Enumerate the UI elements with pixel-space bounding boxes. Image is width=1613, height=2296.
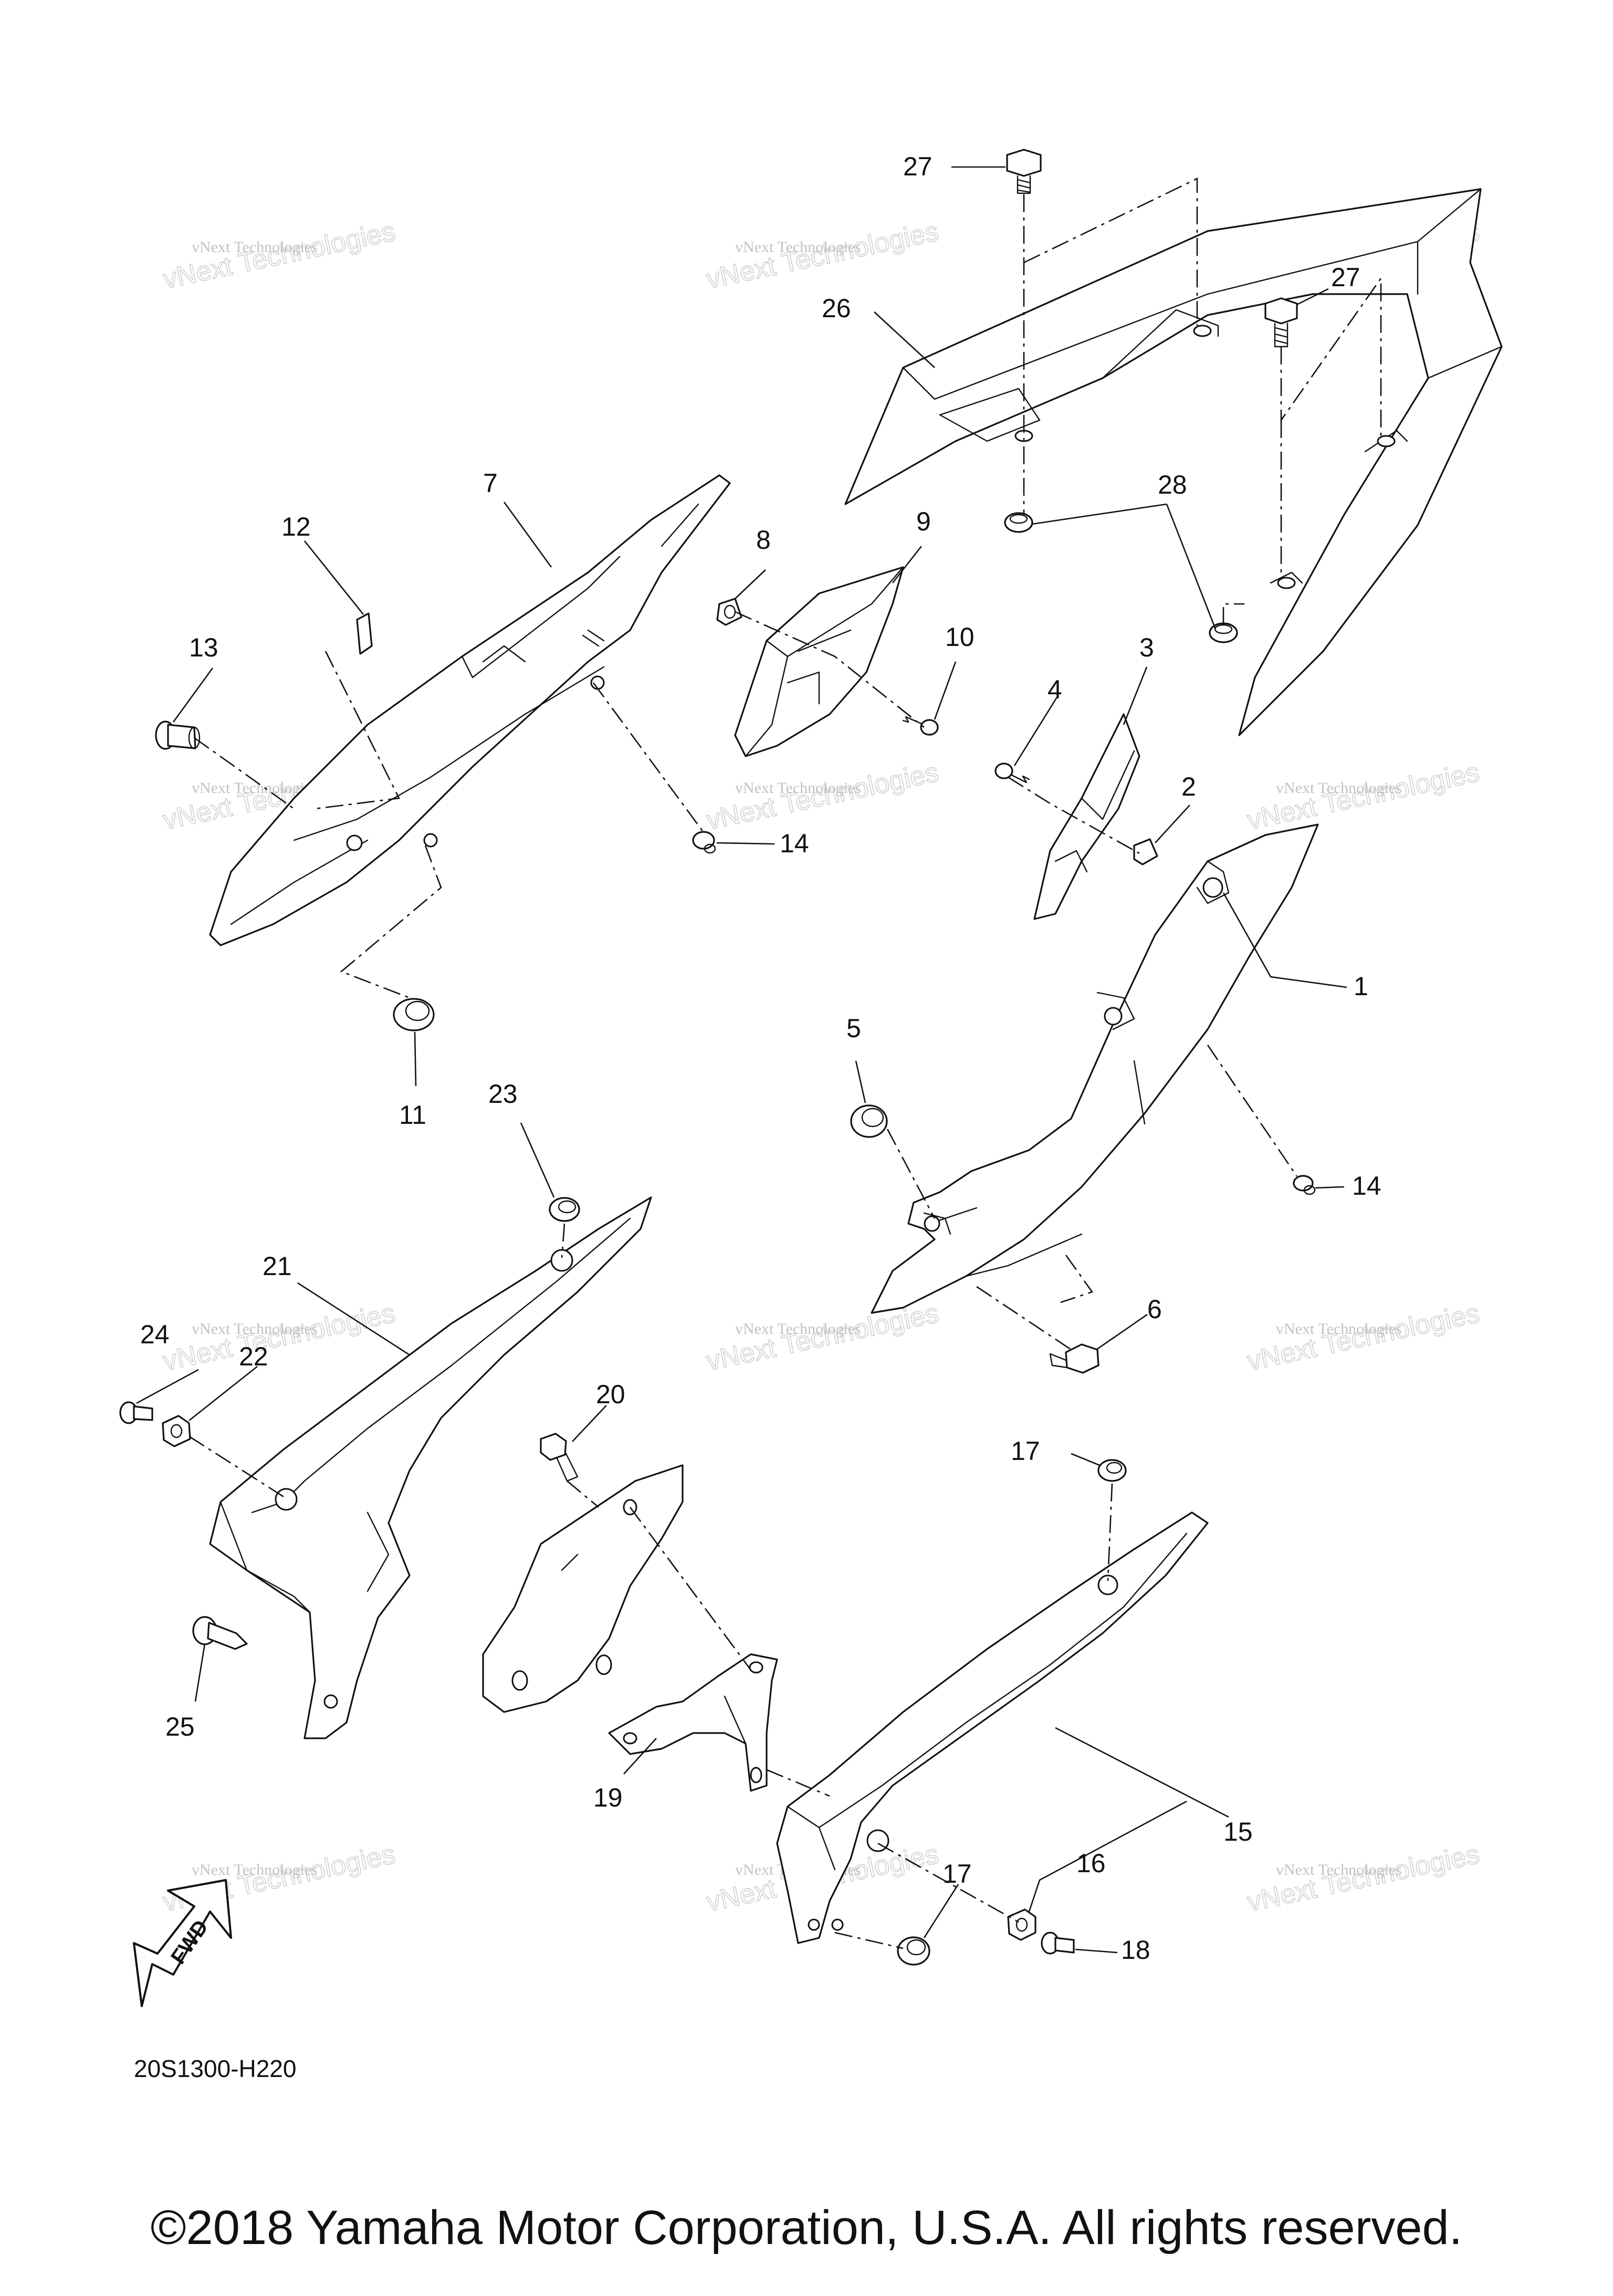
svg-text:vNext Technologies: vNext Technologies: [735, 238, 861, 256]
callout-27: 27: [903, 152, 933, 181]
assembly-lines: [188, 177, 1382, 1949]
watermark: vNext Technologies vNext Technologies: [1244, 1298, 1483, 1377]
callout-19: 19: [593, 1783, 623, 1812]
part-25-rivet: [192, 1616, 248, 1650]
callout-13: 13: [189, 633, 218, 662]
callout-25: 25: [165, 1712, 195, 1741]
part-16-nut: [1007, 1908, 1036, 1941]
callout-labels: 27 27 26 28 7 12 8 9 10 13 14 11 4 3 2 1…: [140, 152, 1381, 1965]
svg-text:vNext Technologies: vNext Technologies: [735, 779, 861, 797]
callout-4: 4: [1048, 675, 1062, 704]
watermark: vNext Technologies vNext Technologies: [704, 216, 942, 296]
svg-text:vNext Technologies: vNext Technologies: [1276, 1320, 1402, 1338]
callout-7: 7: [483, 468, 498, 498]
callout-11: 11: [399, 1100, 426, 1130]
part-20-bolt: [540, 1433, 579, 1482]
copyright-notice: ©2018 Yamaha Motor Corporation, U.S.A. A…: [150, 2201, 1463, 2255]
callout-2: 2: [1181, 772, 1196, 801]
svg-text:vNext Technologies: vNext Technologies: [192, 779, 318, 797]
part-12-clip: [356, 612, 373, 655]
watermark: vNext Technologies vNext Technologies: [160, 1298, 399, 1377]
leader-lines: [136, 166, 1347, 1954]
part-28-grommet-a: [1004, 512, 1033, 533]
callout-15: 15: [1223, 1817, 1253, 1846]
part-4-screw: [994, 763, 1030, 784]
callout-23: 23: [488, 1079, 518, 1109]
part-2-nut: [1133, 838, 1158, 865]
part-10-screw: [902, 716, 939, 736]
part-18-bolt: [1041, 1932, 1075, 1955]
part-17-grommet-b: [897, 1936, 930, 1966]
watermark: vNext Technologies vNext Technologies: [160, 216, 399, 296]
callout-17: 17: [942, 1859, 972, 1888]
part-5-grommet: [850, 1104, 888, 1138]
part-23-grommet: [549, 1197, 580, 1222]
callout-14: 14: [780, 829, 809, 858]
part-27-bolt-b: [1264, 297, 1298, 348]
svg-text:vNext Technologies: vNext Technologies: [192, 238, 318, 256]
part-21-lower-panel-left: [209, 1196, 652, 1739]
part-13-bolt: [155, 721, 201, 750]
part-6-bolt: [1049, 1343, 1099, 1374]
diagram-code: 20S1300-H220: [134, 2055, 296, 2082]
watermark: vNext Technologies vNext Technologies: [704, 1298, 942, 1377]
callout-27: 27: [1331, 263, 1360, 292]
callout-26: 26: [822, 294, 851, 323]
svg-text:vNext Technologies: vNext Technologies: [192, 1861, 318, 1878]
part-9-bracket: [734, 566, 904, 757]
part-24-bolt: [119, 1401, 153, 1424]
svg-text:vNext Technologies: vNext Technologies: [1276, 1861, 1402, 1878]
svg-text:vNext Technologies: vNext Technologies: [192, 1320, 318, 1338]
part-22-nut: [162, 1415, 191, 1447]
part-15-lower-panel-right: [776, 1511, 1209, 1944]
callout-1: 1: [1354, 972, 1368, 1001]
part-8-nut: [716, 598, 742, 626]
part-26-rear-cowl: [844, 188, 1503, 736]
watermark: vNext Technologies vNext Technologies: [1244, 757, 1483, 837]
part-11-grommet: [393, 998, 435, 1031]
callout-16: 16: [1076, 1849, 1106, 1878]
callout-8: 8: [756, 525, 771, 555]
part-19-plate: [482, 1464, 684, 1713]
part-14-fastener-a: [692, 831, 716, 854]
watermark: vNext Technologies vNext Technologies: [704, 757, 942, 837]
callout-21: 21: [263, 1251, 292, 1281]
callout-3: 3: [1139, 633, 1154, 662]
callout-12: 12: [281, 512, 311, 541]
callout-20: 20: [596, 1380, 625, 1409]
part-1-side-cover-right: [871, 823, 1319, 1314]
part-3-bracket: [1033, 713, 1140, 920]
callout-22: 22: [239, 1342, 268, 1371]
svg-text:vNext Technologies: vNext Technologies: [1276, 779, 1402, 797]
callout-5: 5: [846, 1014, 861, 1043]
callout-9: 9: [916, 507, 931, 536]
svg-text:vNext Technologies: vNext Technologies: [735, 1320, 861, 1338]
part-17-grommet-a: [1097, 1459, 1127, 1482]
callout-28: 28: [1158, 470, 1187, 499]
callout-10: 10: [945, 622, 975, 652]
callout-14: 14: [1352, 1171, 1381, 1201]
part-14-fastener-b: [1293, 1175, 1316, 1195]
callout-24: 24: [140, 1320, 170, 1349]
callout-6: 6: [1147, 1295, 1162, 1324]
fwd-arrow-icon: FWD: [133, 1879, 232, 2007]
watermark: vNext Technologies vNext Technologies: [1244, 1839, 1483, 1918]
part-7-side-cover-left: [209, 474, 731, 946]
callout-17: 17: [1011, 1436, 1040, 1466]
part-19-bracket: [608, 1653, 778, 1792]
part-27-bolt-a: [1006, 149, 1042, 194]
callout-18: 18: [1121, 1935, 1150, 1965]
